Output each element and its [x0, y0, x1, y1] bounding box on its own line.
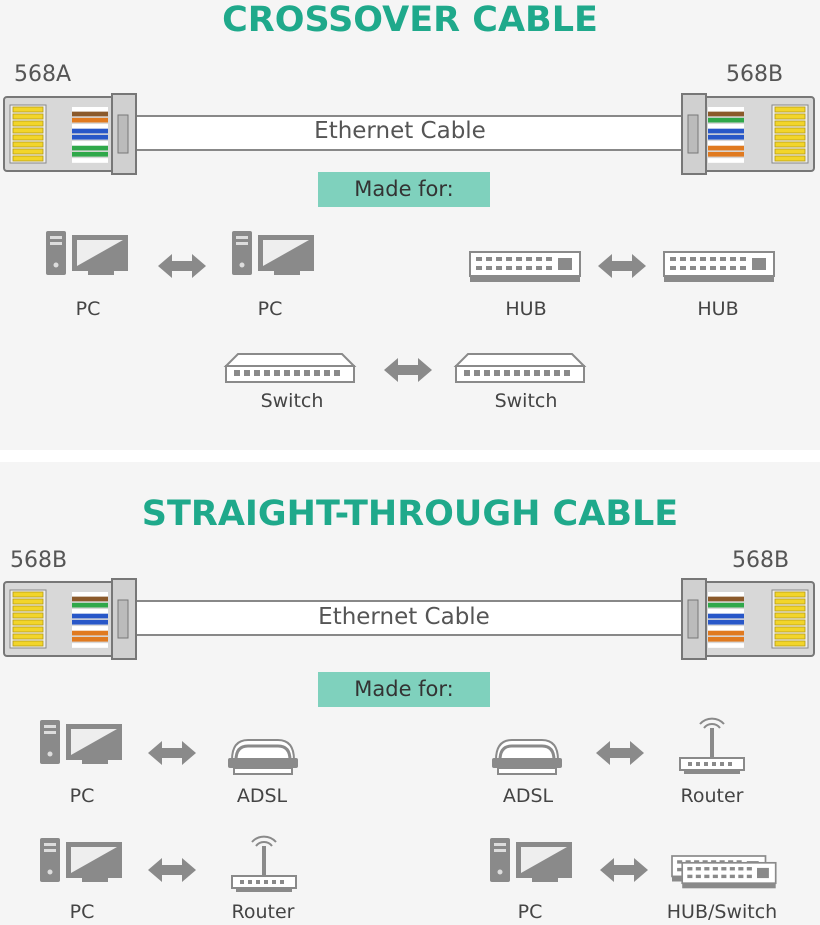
hub-icon: [663, 251, 775, 283]
pc-icon: [46, 231, 128, 275]
left-standard-label: 568B: [10, 548, 68, 573]
crossover-title: CROSSOVER CABLE: [222, 0, 598, 40]
double-arrow-icon: [384, 358, 432, 382]
double-arrow-icon: [148, 741, 196, 765]
cable-label: Ethernet Cable: [314, 118, 486, 144]
right-plug-568b: [681, 578, 815, 660]
made-for-label: Made for:: [318, 172, 490, 207]
router-icon: [679, 717, 745, 775]
left-plug-568a: [3, 93, 137, 175]
switch-icon: [455, 353, 585, 383]
device-label: Switch: [260, 390, 324, 412]
left-standard-label: 568A: [14, 62, 72, 87]
device-label: ADSL: [502, 785, 554, 807]
straight-through-cable: [3, 578, 815, 660]
right-standard-label: 568B: [732, 548, 790, 573]
device-label: Router: [680, 785, 744, 807]
right-plug-568b: [681, 93, 815, 175]
device-label: Switch: [494, 390, 558, 412]
hub-icon: [469, 251, 581, 283]
straight-through-title: STRAIGHT-THROUGH CABLE: [141, 494, 679, 534]
cable-label: Ethernet Cable: [318, 604, 490, 630]
made-for-label: Made for:: [318, 672, 490, 707]
device-label: PC: [75, 298, 101, 320]
double-arrow-icon: [598, 254, 646, 278]
double-arrow-icon: [600, 858, 648, 882]
crossover-cable: [3, 93, 815, 175]
device-label: HUB: [697, 298, 739, 320]
device-label: PC: [517, 901, 543, 923]
right-standard-label: 568B: [726, 62, 784, 87]
pc-icon: [40, 720, 122, 764]
device-label: PC: [69, 901, 95, 923]
left-plug-568b: [3, 578, 137, 660]
double-arrow-icon: [596, 741, 644, 765]
device-label: Router: [231, 901, 295, 923]
pc-icon: [40, 838, 122, 882]
device-label: PC: [257, 298, 283, 320]
pc-icon: [490, 838, 572, 882]
router-icon: [231, 835, 297, 893]
device-label: ADSL: [236, 785, 288, 807]
adsl-modem-icon: [226, 738, 300, 776]
hub-switch-icon: [671, 855, 777, 890]
device-label: HUB/Switch: [666, 901, 778, 923]
pc-icon: [232, 231, 314, 275]
adsl-modem-icon: [490, 738, 564, 776]
double-arrow-icon: [148, 858, 196, 882]
switch-icon: [225, 353, 355, 383]
device-label: HUB: [505, 298, 547, 320]
device-label: PC: [69, 785, 95, 807]
double-arrow-icon: [158, 254, 206, 278]
